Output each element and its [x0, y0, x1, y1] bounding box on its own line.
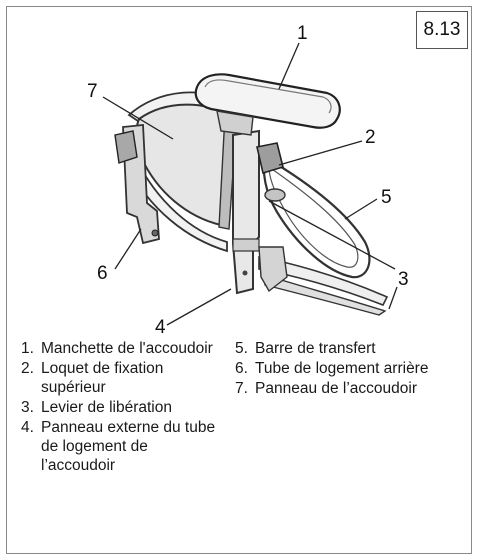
legend-item-number: 5.	[235, 340, 248, 357]
release-lever-lower	[264, 274, 387, 316]
figure-number-badge: 8.13	[416, 11, 468, 49]
release-bracket	[258, 246, 288, 293]
front-receiver-tube-panel	[232, 129, 260, 295]
leader-line-2	[278, 140, 363, 166]
legend-column-right: 5. Barre de transfert 6. Tube de logemen…	[235, 339, 465, 399]
leader-line-5	[344, 198, 378, 220]
receiver-tube-screw	[242, 270, 248, 276]
callout-6: 6	[97, 263, 108, 284]
armrest-pad-top	[204, 79, 332, 114]
legend-item-number: 3.	[21, 399, 34, 416]
legend-item-text: Panneau de l’accoudoir	[255, 380, 418, 397]
armrest-illustration: 1 2 3 4 5 6 7	[7, 7, 473, 337]
callout-3: 3	[398, 269, 409, 290]
legend-item: 6. Tube de logement arrière	[235, 359, 465, 378]
legend-item-number: 6.	[235, 360, 248, 377]
legend-item: 2. Loquet de fixation supérieur	[21, 359, 221, 397]
leader-line-3a	[268, 200, 396, 270]
legend-item-text: Tube de logement arrière	[255, 360, 429, 377]
leader-line-1	[278, 42, 300, 90]
leader-line-6	[114, 228, 142, 270]
callout-4: 4	[155, 317, 166, 337]
transfer-bar-joint	[264, 188, 286, 202]
callout-7: 7	[87, 81, 98, 102]
legend-item-text: Manchette de l'accoudoir	[41, 340, 213, 357]
rear-latch-clamp	[114, 130, 138, 164]
legend-item-text: Loquet de fixation supérieur	[41, 360, 164, 396]
legend-item-number: 2.	[21, 360, 34, 377]
armrest-drawing: 1 2 3 4 5 6 7	[87, 23, 409, 337]
legend-item: 5. Barre de transfert	[235, 339, 465, 358]
figure-number: 8.13	[423, 19, 461, 40]
rear-tube-screw	[151, 229, 159, 237]
armrest-pad-mount	[216, 110, 254, 136]
legend-column-left: 1. Manchette de l'accoudoir 2. Loquet de…	[21, 339, 221, 476]
callout-1: 1	[297, 23, 308, 44]
legend-item: 7. Panneau de l’accoudoir	[235, 379, 465, 398]
callout-2: 2	[365, 127, 376, 148]
legend-item: 3. Levier de libération	[21, 398, 221, 417]
leader-line-7	[102, 96, 174, 140]
diagram-frame: 8.13	[6, 6, 472, 554]
legend-item-number: 1.	[21, 340, 34, 357]
upper-locking-latch	[256, 142, 284, 175]
leader-line-3b	[388, 286, 398, 310]
legend-item-text: Panneau externe du tube de logement de l…	[41, 419, 216, 474]
legend-item-text: Barre de transfert	[255, 340, 376, 357]
legend-item: 4. Panneau externe du tube de logement d…	[21, 418, 221, 475]
legend-item-number: 7.	[235, 380, 248, 397]
legend-item-text: Levier de libération	[41, 399, 172, 416]
leader-line-4	[166, 288, 232, 326]
legend-item: 1. Manchette de l'accoudoir	[21, 339, 221, 358]
legend-item-number: 4.	[21, 419, 34, 436]
callout-5: 5	[381, 187, 392, 208]
receiver-tube-band	[232, 238, 260, 252]
armrest-pad	[194, 73, 341, 129]
